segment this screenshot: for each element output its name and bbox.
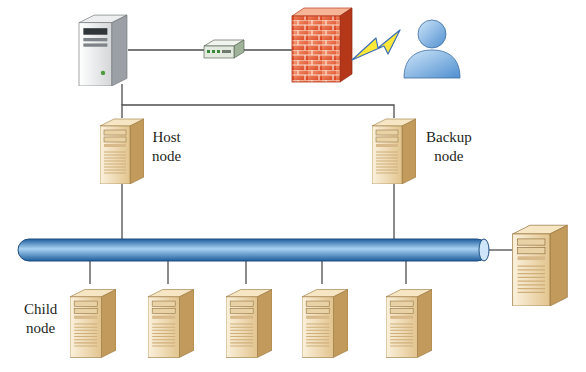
node-label: Host node	[152, 128, 181, 166]
server-node: Host node	[100, 118, 182, 184]
node-label: Backup node	[426, 128, 472, 166]
node-label: Child node	[24, 300, 57, 338]
server-node: Child node	[24, 284, 116, 362]
server-node: Backup node	[372, 118, 472, 184]
network-link	[122, 105, 394, 118]
